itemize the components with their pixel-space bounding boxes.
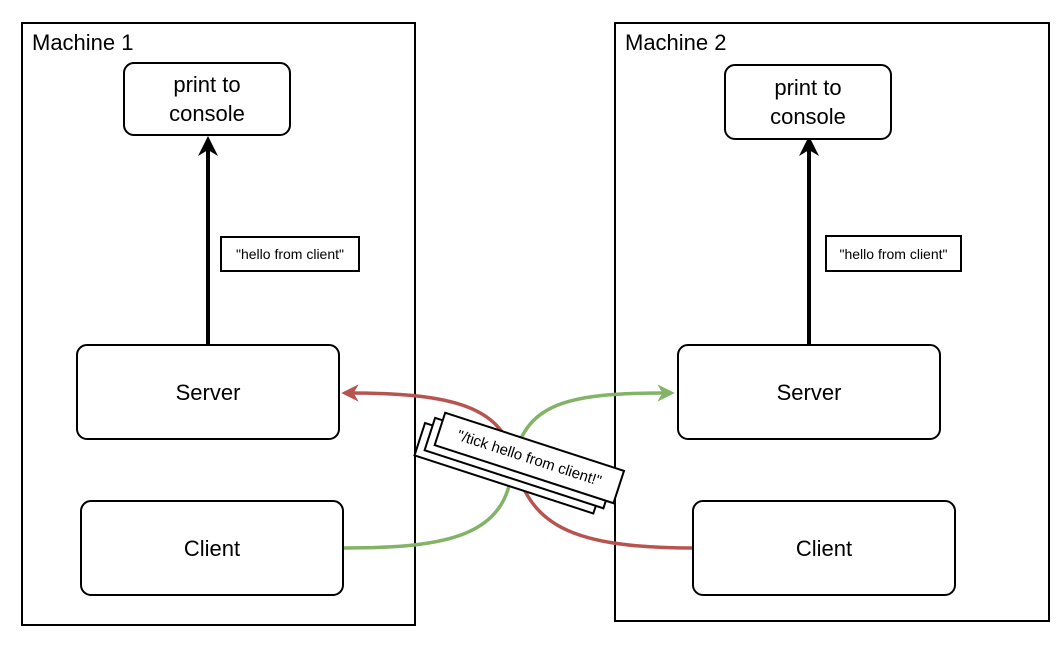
packet-stack: "/tick hello from client!" <box>413 411 626 515</box>
machine-2-print-to-console-box: print to console <box>724 64 892 140</box>
machine-1-title: Machine 1 <box>32 30 134 55</box>
machine-1-message-label: "hello from client" <box>220 236 360 272</box>
machine-2-print-to-console-label: print to console <box>770 75 846 129</box>
machine-1-client-box: Client <box>80 500 344 596</box>
machine-1-client-label: Client <box>183 535 241 561</box>
machine-1-server-label: Server <box>175 379 241 405</box>
machine-1-print-to-console-box: print to console <box>123 62 291 136</box>
machine-1-print-to-console-label: print to console <box>169 72 245 126</box>
machine-2-client-label: Client <box>795 535 853 561</box>
machine-2-title: Machine 2 <box>625 30 727 55</box>
machine-2-server-box: Server <box>677 344 941 440</box>
machine-2-server-label: Server <box>776 379 842 405</box>
machine-2-message-label: "hello from client" <box>825 235 962 272</box>
machine-2-client-box: Client <box>692 500 956 596</box>
packet-sheet-front <box>433 411 626 505</box>
machine-1-server-box: Server <box>76 344 340 440</box>
